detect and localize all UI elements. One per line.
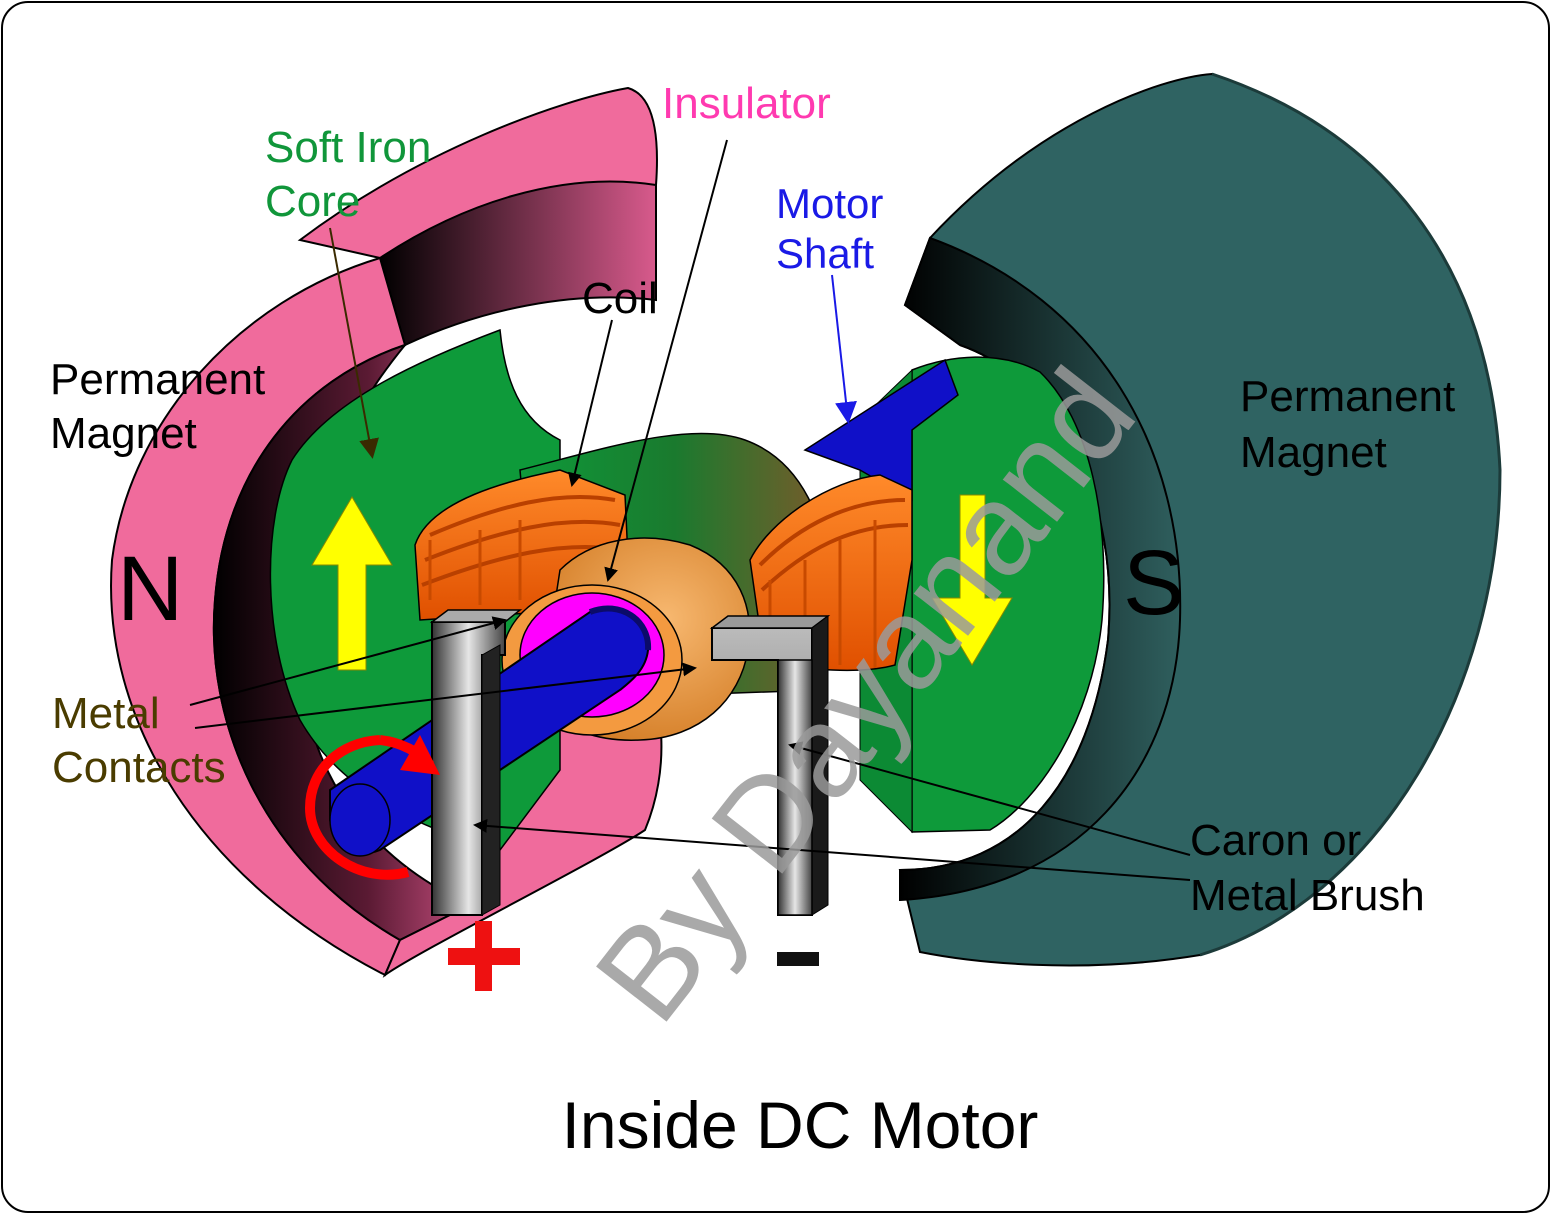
soft-iron-core-label-line2: Core (265, 177, 360, 226)
north-permanent-magnet (110, 86, 663, 978)
coil-label: Coil (582, 274, 658, 323)
metal-contacts-label-line2: Contacts (52, 743, 226, 792)
contacts-leader-1 (189, 616, 507, 706)
soft-iron-core-label-line1: Soft Iron (265, 123, 431, 172)
negative-terminal-sign: - (777, 952, 819, 966)
permanent-magnet-right-label-line2: Magnet (1240, 428, 1387, 477)
permanent-magnet-left-label-line2: Magnet (50, 409, 197, 458)
field-arrow-up (311, 496, 393, 671)
north-pole-label: N (117, 538, 183, 640)
motor-shaft-label-line1: Motor (776, 180, 883, 227)
insulator-label: Insulator (662, 79, 831, 128)
coil-leader (568, 319, 613, 487)
brush-leader-1 (788, 741, 1191, 856)
insulator-leader (604, 139, 728, 582)
diagram-title: Inside DC Motor (562, 1088, 1039, 1162)
brush-label-line2: Metal Brush (1190, 871, 1425, 920)
shaft-leader (831, 274, 857, 424)
metal-contacts-label-line1: Metal (52, 689, 160, 738)
motor-shaft-label-line2: Shaft (776, 230, 874, 277)
motor-shaft-rear (803, 358, 959, 502)
brush-label-line1: Caron or (1190, 816, 1361, 865)
brush-leader-2 (473, 818, 1191, 881)
positive-terminal-sign: + (448, 921, 520, 991)
permanent-magnet-right-label-line1: Permanent (1240, 372, 1455, 421)
rotation-arrow (304, 735, 440, 880)
field-arrow-down (931, 494, 1013, 666)
contacts-leader-2 (194, 662, 697, 729)
permanent-magnet-left-label-line1: Permanent (50, 355, 265, 404)
south-pole-label: S (1123, 532, 1184, 634)
core-leader (329, 227, 379, 459)
